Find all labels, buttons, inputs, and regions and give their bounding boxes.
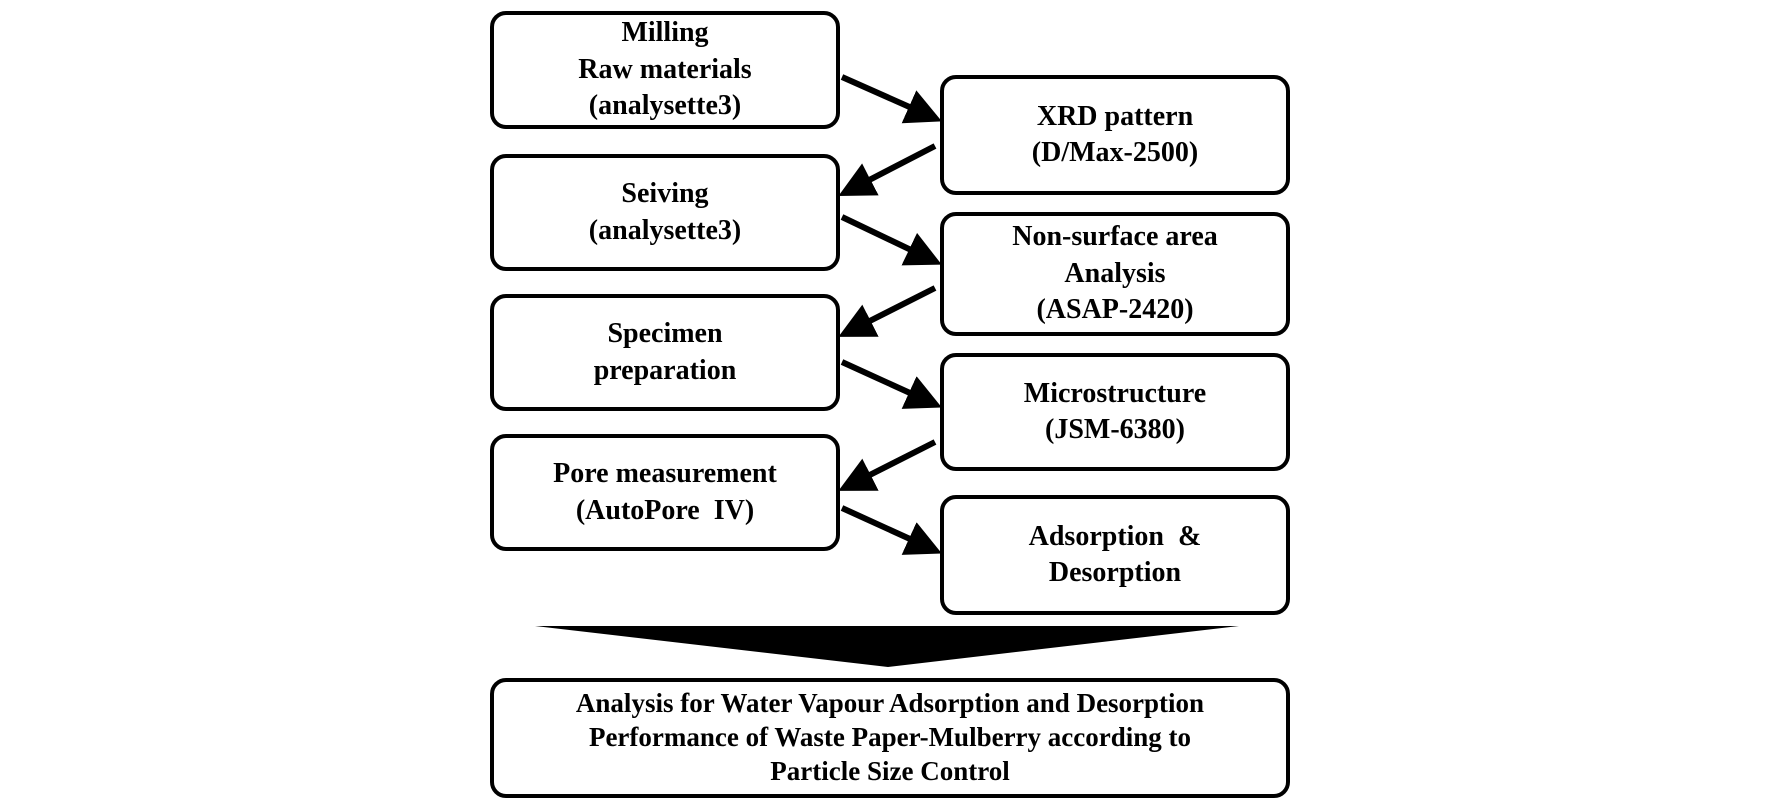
- box-pore-line-1: Pore measurement: [553, 458, 777, 490]
- box-surface-area: Non-surface area Analysis (ASAP-2420): [940, 212, 1290, 336]
- box-microstructure: Microstructure (JSM-6380): [940, 353, 1290, 471]
- arrow-milling-to-xrd: [840, 74, 942, 124]
- box-specimen-line-2: preparation: [593, 354, 737, 386]
- box-sieving-line-1: Seiving: [621, 178, 709, 210]
- box-milling-line-2: Raw materials: [578, 53, 752, 85]
- box-pore-line-2: (AutoPore IV): [575, 494, 755, 526]
- final-line-2: Performance of Waste Paper-Mulberry acco…: [588, 722, 1192, 753]
- box-milling: Milling Raw materials (analysette3): [490, 11, 840, 129]
- final-line-3: Particle Size Control: [770, 755, 1010, 786]
- arrow-pore-to-adsorption: [840, 505, 942, 555]
- final-line-1: Analysis for Water Vapour Adsorption and…: [575, 688, 1205, 719]
- box-microstructure-line-1: Microstructure: [1023, 377, 1207, 409]
- box-xrd-line-2: (D/Max-2500): [1031, 137, 1199, 168]
- box-surface-line-1: Non-surface area: [1012, 221, 1218, 253]
- arrow-microstructure-to-pore: [838, 439, 937, 491]
- box-specimen-line-1: Specimen: [607, 318, 723, 350]
- arrow-xrd-to-sieving: [838, 143, 937, 196]
- box-xrd: XRD pattern (D/Max-2500): [940, 75, 1290, 195]
- box-surface-line-3: (ASAP-2420): [1036, 294, 1194, 326]
- box-microstructure-line-2: (JSM-6380): [1045, 414, 1185, 445]
- box-sieving-line-2: (analysette3): [588, 214, 742, 246]
- box-milling-line-1: Milling: [621, 17, 709, 49]
- box-milling-line-3: (analysette3): [588, 90, 742, 122]
- box-adsorption-line-1: Adsorption &: [1028, 520, 1202, 552]
- arrow-sieving-to-surface: [840, 214, 942, 266]
- box-sieving: Seiving (analysette3): [490, 154, 840, 271]
- box-adsorption-line-2: Desorption: [1048, 557, 1182, 588]
- box-final-analysis: Analysis for Water Vapour Adsorption and…: [490, 678, 1290, 798]
- box-surface-line-2: Analysis: [1064, 257, 1166, 289]
- arrow-specimen-to-microstructure: [840, 359, 942, 409]
- arrow-surface-to-specimen: [838, 285, 937, 337]
- box-xrd-line-1: XRD pattern: [1036, 100, 1194, 132]
- funnel-arrow: [535, 626, 1239, 667]
- box-specimen: Specimen preparation: [490, 294, 840, 411]
- box-pore-measurement: Pore measurement (AutoPore IV): [490, 434, 840, 551]
- box-adsorption: Adsorption & Desorption: [940, 495, 1290, 615]
